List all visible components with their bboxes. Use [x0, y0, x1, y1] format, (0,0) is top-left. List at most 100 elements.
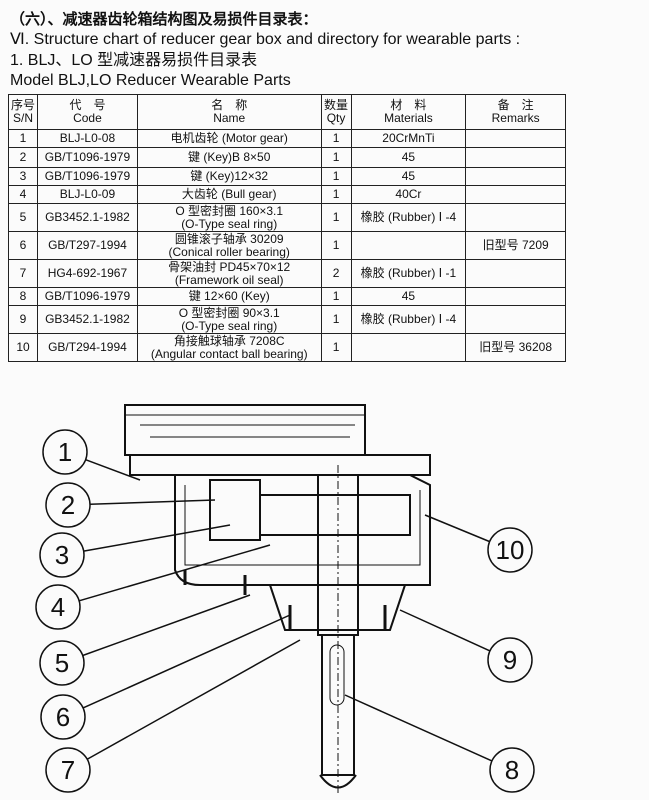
cell-material: 45	[350, 147, 467, 168]
name-line1: 电机齿轮 (Motor gear)	[170, 131, 288, 145]
bull-gear	[259, 494, 411, 536]
header-cn: 名 称	[211, 98, 248, 112]
cell-remarks: 旧型号 7209	[465, 231, 566, 260]
leader-line	[85, 458, 141, 481]
leader-line	[89, 499, 216, 506]
callout-circle	[35, 584, 81, 630]
callout-number: 4	[51, 592, 65, 622]
cell-qty: 1	[320, 147, 352, 168]
callout-5: 5	[39, 594, 251, 686]
cell-material: 40Cr	[350, 185, 467, 204]
cell-sn: 8	[7, 287, 39, 306]
motor-housing	[124, 404, 366, 456]
heading-cn: （六）、减速器齿轮箱结构图及易损件目录表：	[10, 11, 318, 28]
cell-sn: 10	[7, 333, 39, 362]
cell-name: 角接触球轴承 7208C(Angular contact ball bearin…	[136, 333, 322, 362]
cell-material: 45	[350, 287, 467, 306]
cell-code: GB/T297-1994	[37, 231, 138, 260]
callout-7: 7	[45, 639, 301, 793]
header-cn: 数量	[324, 98, 349, 112]
cell-remarks	[465, 167, 566, 186]
cell-sn: 1	[7, 129, 39, 148]
cell-code: GB/T1096-1979	[37, 147, 138, 168]
cell-sn: 9	[7, 305, 39, 334]
callout-circle	[487, 637, 533, 683]
cell-qty: 1	[320, 333, 352, 362]
header-cn: 序号	[11, 98, 36, 112]
callout-number: 2	[61, 490, 75, 520]
cell-qty: 1	[320, 129, 352, 148]
callout-circle	[39, 532, 85, 578]
heading-en: Ⅵ. Structure chart of reducer gear box a…	[10, 31, 521, 48]
cell-qty: 1	[320, 305, 352, 334]
cell-name: 键 (Key)B 8×50	[136, 147, 322, 168]
cell-remarks	[465, 287, 566, 306]
cell-code: GB3452.1-1982	[37, 305, 138, 334]
cell-sn: 4	[7, 185, 39, 204]
cell-name: 电机齿轮 (Motor gear)	[136, 129, 322, 148]
cell-code: GB/T1096-1979	[37, 287, 138, 306]
cell-name: O 型密封圈 160×3.1(O-Type seal ring)	[136, 203, 322, 232]
header-en: Materials	[384, 111, 433, 125]
name-line1: 键 12×60 (Key)	[188, 289, 270, 303]
name-line1: 大齿轮 (Bull gear)	[181, 187, 277, 201]
cell-code: GB/T1096-1979	[37, 167, 138, 186]
cell-sn: 3	[7, 167, 39, 186]
leader-line	[83, 524, 231, 552]
callout-number: 3	[55, 540, 69, 570]
leader-line	[399, 609, 491, 652]
cell-code: BLJ-L0-08	[37, 129, 138, 148]
cell-qty: 1	[320, 203, 352, 232]
name-line2: (O-Type seal ring)	[181, 318, 278, 333]
cell-code: HG4-692-1967	[37, 259, 138, 288]
callout-number: 5	[55, 648, 69, 678]
name-line2: (Framework oil seal)	[174, 272, 284, 287]
cell-qty: 1	[320, 287, 352, 306]
callout-4: 4	[35, 544, 271, 630]
leader-line	[424, 514, 490, 543]
cell-remarks	[465, 147, 566, 168]
callout-10: 10	[424, 514, 533, 573]
callout-3: 3	[39, 524, 231, 578]
cell-material: 橡胶 (Rubber) Ⅰ -4	[350, 305, 467, 334]
header-cn: 材 料	[390, 98, 427, 112]
callout-6: 6	[40, 614, 291, 740]
cell-code: GB3452.1-1982	[37, 203, 138, 232]
callout-circle	[45, 482, 91, 528]
cell-remarks	[465, 259, 566, 288]
callout-circle	[489, 747, 535, 793]
leader-line	[82, 594, 251, 657]
cell-sn: 6	[7, 231, 39, 260]
cell-name: 骨架油封 PD45×70×12(Framework oil seal)	[136, 259, 322, 288]
cell-name: 键 (Key)12×32	[136, 167, 322, 186]
name-line1: O 型密封圈 160×3.1	[175, 203, 284, 218]
name-line1: 键 (Key)B 8×50	[188, 150, 271, 164]
leader-line	[86, 639, 301, 760]
cell-name: 圆锥滚子轴承 30209(Conical roller bearing)	[136, 231, 322, 260]
cell-material	[350, 231, 467, 260]
cell-qty: 1	[320, 167, 352, 186]
name-line2: (Angular contact ball bearing)	[150, 346, 308, 361]
name-line1: O 型密封圈 90×3.1	[178, 305, 280, 320]
callout-number: 8	[505, 755, 519, 785]
cell-qty: 1	[320, 231, 352, 260]
cell-material	[350, 333, 467, 362]
cell-name: O 型密封圈 90×3.1(O-Type seal ring)	[136, 305, 322, 334]
callout-circle	[45, 747, 91, 793]
callout-9: 9	[399, 609, 533, 683]
callout-number: 6	[56, 702, 70, 732]
cell-code: GB/T294-1994	[37, 333, 138, 362]
